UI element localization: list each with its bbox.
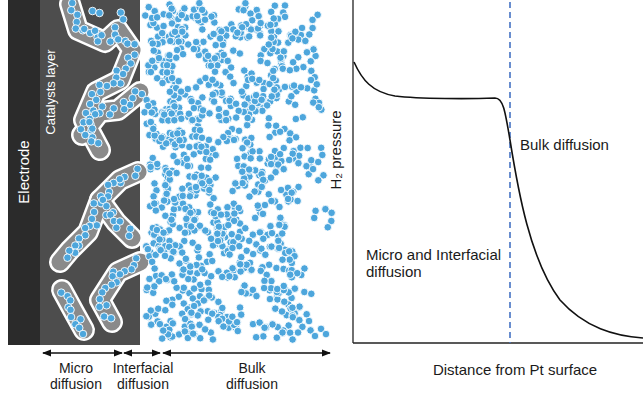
range-label: Bulk diffusion — [222, 360, 282, 392]
pressure-curve — [354, 62, 643, 338]
x-axis — [353, 342, 643, 343]
electrode-region: Electrode — [8, 0, 40, 345]
pores — [60, 4, 140, 330]
catalyst-region: Catalysts layer — [40, 0, 140, 345]
electrode-bar — [8, 0, 40, 345]
region-note: Micro and Interfacial diffusion — [366, 246, 506, 281]
range-arrow — [163, 352, 330, 353]
axis-title: H₂ pressure — [327, 110, 344, 189]
region-label: Catalysts layer — [44, 49, 59, 134]
range-arrow — [43, 352, 122, 353]
y-axis — [352, 0, 353, 343]
region-note: Bulk diffusion — [520, 136, 638, 153]
range-arrow — [124, 352, 160, 353]
axis-title: Distance from Pt surface — [395, 361, 635, 378]
range-label: Interfacial diffusion — [112, 360, 174, 392]
region-label: Electrode — [15, 140, 32, 203]
catalyst-layer — [40, 0, 140, 345]
boundary-line — [509, 2, 511, 343]
range-label: Micro diffusion — [45, 360, 107, 392]
h2-molecules — [57, 0, 335, 343]
